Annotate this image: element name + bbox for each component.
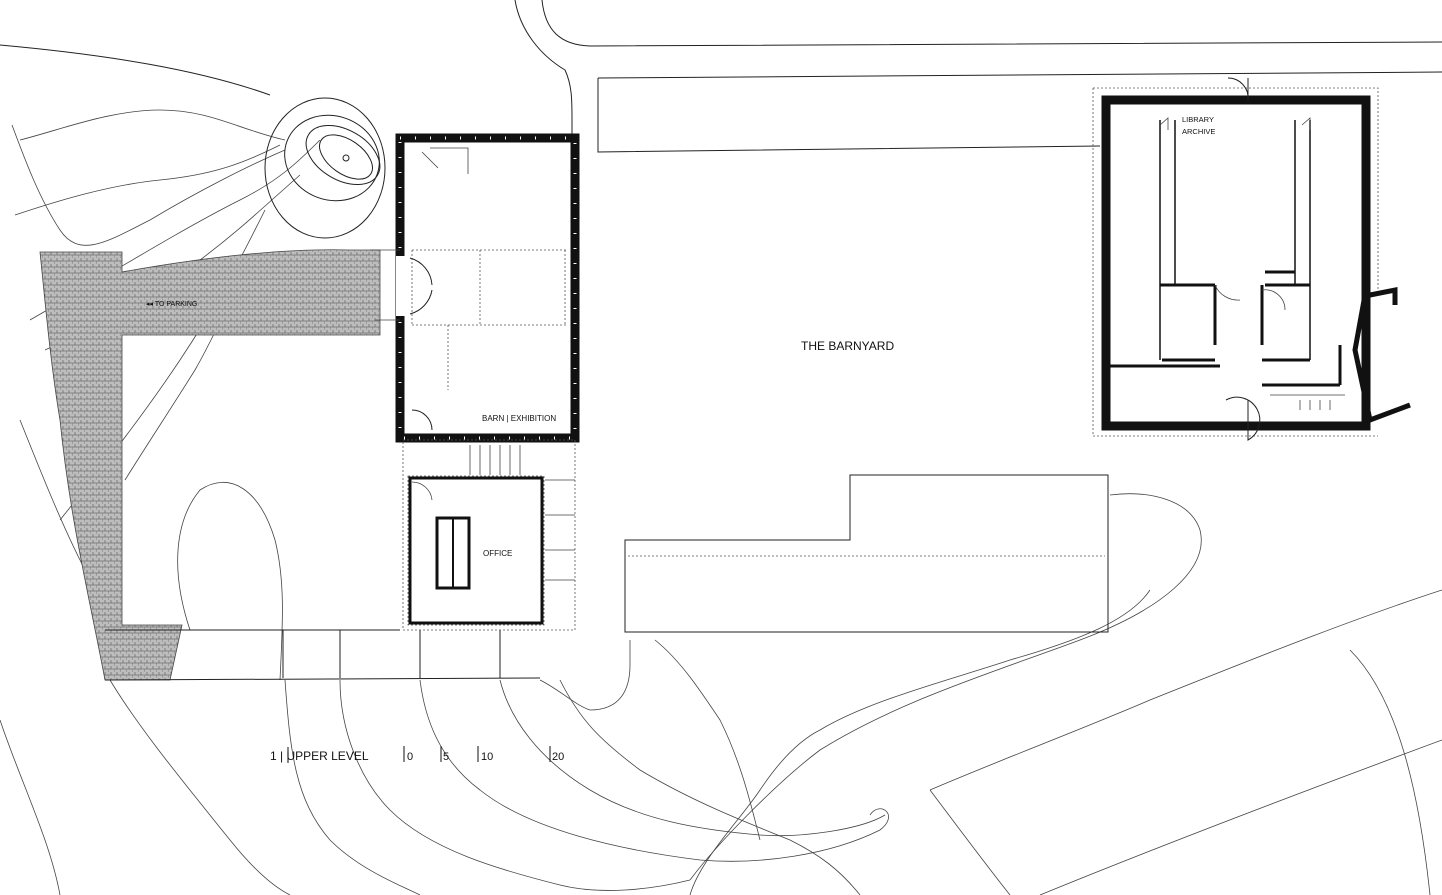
office-label: OFFICE bbox=[483, 549, 512, 558]
archive-label: ARCHIVE bbox=[1182, 127, 1215, 136]
to-parking-label: ◂◂ TO PARKING bbox=[146, 301, 197, 308]
library-label: LIBRARY bbox=[1182, 115, 1214, 124]
barnyard-label: THE BARNYARD bbox=[801, 339, 894, 353]
scale-tick-20: 20 bbox=[552, 751, 564, 763]
long-building bbox=[624, 474, 1109, 633]
scale-tick-5: 5 bbox=[443, 751, 449, 763]
scale-bar bbox=[287, 746, 551, 763]
road-edges bbox=[0, 0, 1442, 440]
tree-symbol bbox=[264, 97, 386, 239]
walkway bbox=[104, 629, 541, 681]
office-building bbox=[407, 475, 545, 626]
barn-building bbox=[370, 133, 580, 443]
stairs bbox=[402, 439, 576, 631]
drawing-title: 1 | UPPER LEVEL bbox=[270, 749, 369, 763]
scale-tick-10: 10 bbox=[481, 751, 493, 763]
scale-tick-0: 0 bbox=[407, 751, 413, 763]
barn-exhibition-label: BARN | EXHIBITION bbox=[482, 414, 556, 423]
parking-path bbox=[39, 249, 381, 681]
contour-lines bbox=[0, 109, 1442, 895]
library-building bbox=[1092, 77, 1411, 441]
